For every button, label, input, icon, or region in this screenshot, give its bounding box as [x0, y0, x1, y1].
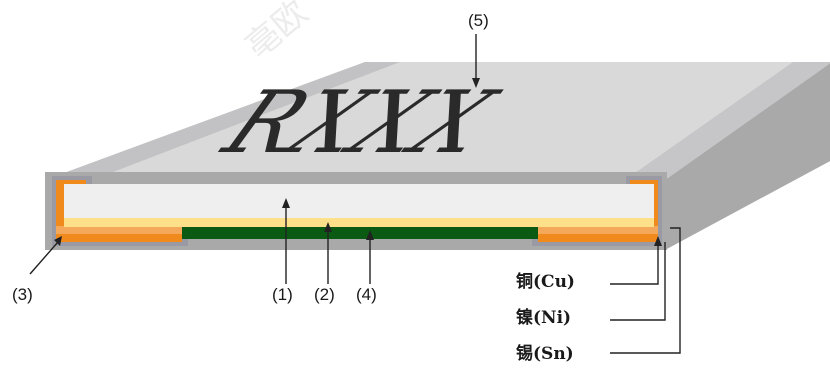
resistive-layer	[64, 218, 654, 227]
nickel-label: 镍(Ni)	[516, 307, 571, 328]
right-electrode-nickel	[538, 226, 658, 234]
callout-2: (2)	[314, 285, 335, 304]
tin-leader	[610, 227, 681, 354]
callout-3-leader	[29, 241, 59, 275]
copper-arrow	[654, 236, 662, 246]
left-electrode-nickel	[56, 226, 182, 234]
left-end-cap-top	[45, 62, 400, 180]
callout-2-arrow	[324, 222, 332, 232]
copper-label: 铜(Cu)	[516, 271, 575, 292]
watermark-text: 亳欧	[238, 0, 316, 67]
marking-text: RXXX	[206, 72, 513, 172]
protective-layer	[182, 227, 538, 239]
callout-5-arrow	[472, 78, 480, 88]
callout-1: (1)	[272, 285, 293, 304]
ceramic-substrate	[64, 184, 654, 218]
nickel-leader	[610, 242, 666, 321]
chip-right-side	[665, 63, 830, 250]
callout-4: (4)	[356, 285, 377, 304]
callout-3-arrow	[54, 236, 62, 246]
right-end-cap-top	[625, 62, 830, 180]
callout-5: (5)	[468, 11, 489, 30]
callout-3: (3)	[12, 285, 33, 304]
chip-top-face	[45, 62, 830, 180]
tin-label: 锡(Sn)	[516, 343, 574, 364]
callout-4-arrow	[366, 230, 374, 240]
copper-leader	[610, 242, 659, 285]
callout-1-arrow	[282, 198, 290, 208]
